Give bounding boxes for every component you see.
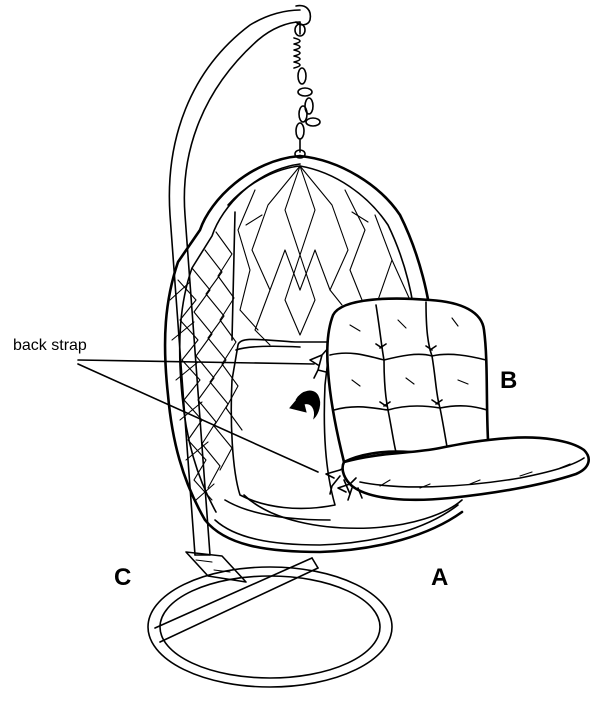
part-a-label: A (431, 564, 448, 592)
part-b-label: B (500, 367, 517, 395)
tufted-cushion-b (327, 299, 588, 500)
back-strap-label: back strap (13, 337, 87, 355)
chair-base (148, 558, 392, 687)
spring-and-chain (294, 22, 320, 158)
rotate-arrow-icon (290, 391, 320, 418)
part-c-label: C (114, 564, 131, 592)
